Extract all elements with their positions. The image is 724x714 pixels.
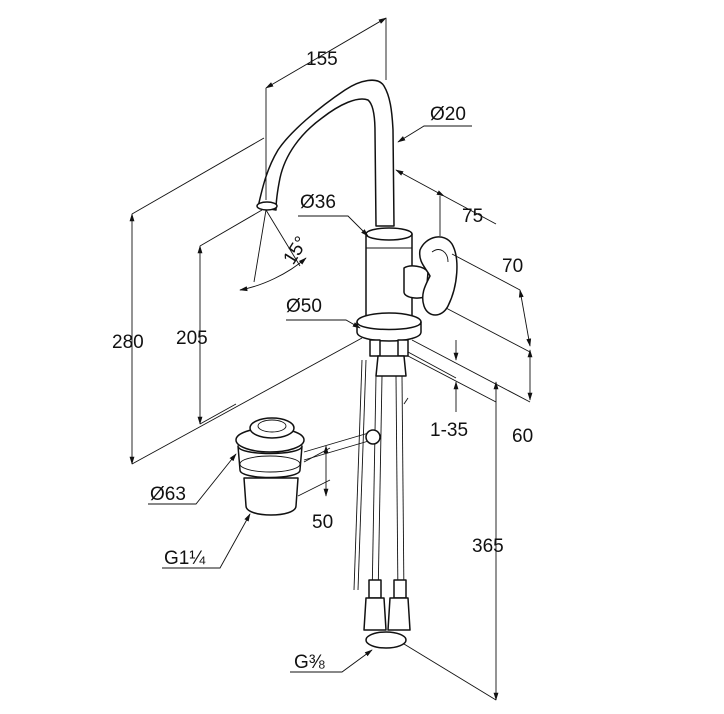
label-base-diameter: Ø50 xyxy=(286,296,322,317)
fixing-stud-right xyxy=(397,339,409,357)
dim-d50-leader xyxy=(286,319,361,329)
label-outlet-height: 205 xyxy=(176,328,208,349)
dim-205-ext-bottom xyxy=(199,403,237,425)
dimension-lines xyxy=(129,17,533,701)
label-spout-diameter: Ø20 xyxy=(430,104,466,125)
dimension-labels: 155 Ø20 75 Ø36 15° 70 Ø50 280 205 1-35 6… xyxy=(112,49,533,673)
supply-hose-2 xyxy=(395,375,399,601)
linkage-bar xyxy=(303,431,373,453)
faucet-body xyxy=(256,79,458,649)
dim-135-ext-top xyxy=(407,351,457,379)
label-total-height: 280 xyxy=(112,332,144,353)
label-handle-offset: 75 xyxy=(462,206,483,227)
linkage-clamp xyxy=(365,429,381,445)
dim-365-ext-top xyxy=(407,355,497,403)
label-spout-reach: 155 xyxy=(306,49,338,70)
dim-g114-leader xyxy=(162,513,251,569)
dim-365-ext-bottom xyxy=(403,643,497,701)
hose-ferrule-left xyxy=(368,579,382,599)
label-waste-diameter: Ø63 xyxy=(150,484,186,505)
label-waste-height: 50 xyxy=(312,512,333,533)
spout-tube xyxy=(257,79,395,227)
label-body-diameter: Ø36 xyxy=(300,192,336,213)
hose-ferrule-right xyxy=(393,579,407,599)
linkage-bar-b xyxy=(303,439,373,461)
dim-280-ext-top xyxy=(131,137,265,215)
dim-70-ext-bottom xyxy=(445,307,531,353)
lever-highlight xyxy=(431,249,449,263)
dim-d63-leader xyxy=(148,453,237,505)
pop-up-rod-b xyxy=(357,359,367,591)
label-base-height: 60 xyxy=(512,426,533,447)
waste-body-lower xyxy=(243,477,299,516)
pop-up-waste xyxy=(235,417,305,516)
label-deck-thickness: 1-35 xyxy=(430,420,468,441)
dim-15-line-b xyxy=(265,209,301,267)
dim-155-line xyxy=(265,17,387,89)
label-handle-height: 70 xyxy=(502,256,523,277)
dim-75-line xyxy=(395,169,445,197)
waste-ring xyxy=(239,455,301,473)
dim-15-line-a xyxy=(253,209,267,283)
dim-15-arc xyxy=(239,257,307,292)
hose-nut-right xyxy=(387,597,411,631)
dim-g38-leader xyxy=(290,649,373,673)
label-spout-angle: 15° xyxy=(280,233,313,268)
waste-plug xyxy=(249,417,295,439)
hose-end xyxy=(365,631,407,649)
dim-50-ext-bottom xyxy=(297,479,331,497)
label-hose-length: 365 xyxy=(472,536,504,557)
mounting-nut xyxy=(375,355,407,377)
dim-d36-leader xyxy=(298,215,369,237)
hose-nut-left xyxy=(363,597,387,631)
lift-rod xyxy=(403,397,409,405)
supply-hose-2b xyxy=(401,375,405,601)
dim-205-ext-top xyxy=(199,209,263,247)
dim-280-ext-bottom xyxy=(131,337,363,465)
body-top-ring xyxy=(365,227,413,241)
label-hose-thread: G⅜ xyxy=(294,652,325,673)
waste-plug-inner xyxy=(257,419,287,433)
supply-hose-1 xyxy=(371,375,377,601)
dim-d20-leader xyxy=(397,125,472,143)
spout-outlet xyxy=(256,201,278,211)
dim-60-ext xyxy=(411,339,531,403)
dim-75-ext xyxy=(443,195,497,225)
supply-hose-1b xyxy=(377,375,383,601)
fixing-stud-left xyxy=(369,339,381,357)
dim-70-line xyxy=(518,289,532,347)
base-rosette xyxy=(356,321,422,342)
label-waste-thread: G1¼ xyxy=(164,548,206,569)
dim-70-ext-top xyxy=(451,253,521,291)
waste-body xyxy=(237,445,303,479)
pop-up-rod xyxy=(353,359,363,591)
